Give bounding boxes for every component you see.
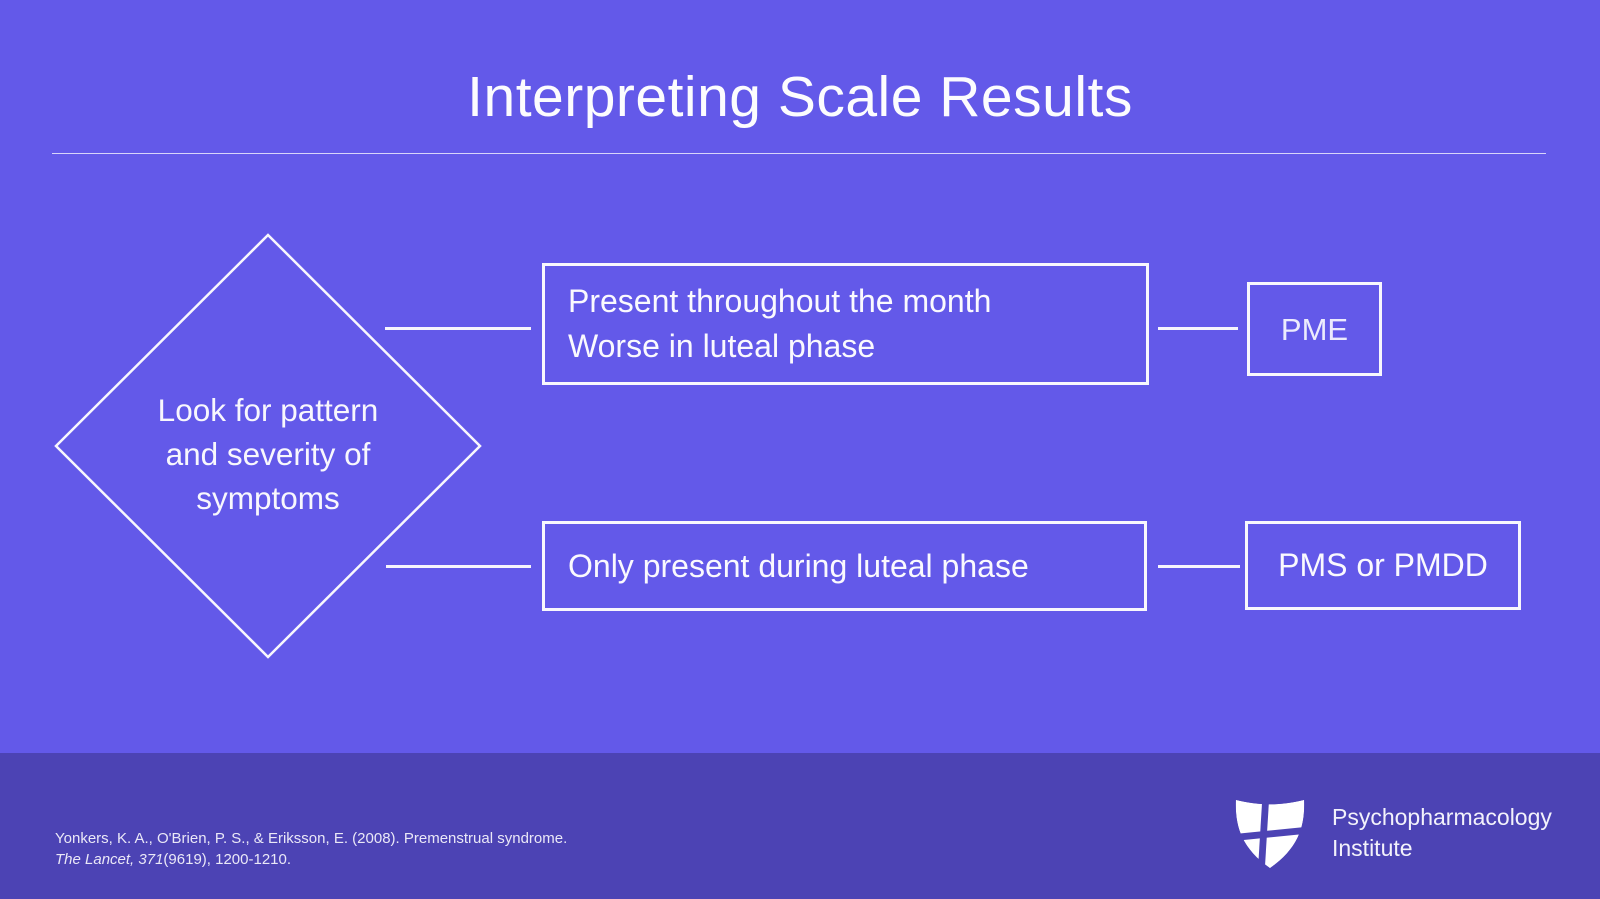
shield-cross-icon bbox=[1235, 799, 1305, 869]
outcome-box-pms-pmdd: PMS or PMDD bbox=[1245, 521, 1521, 610]
title-divider bbox=[52, 153, 1546, 154]
connector-line-diamond-to-top-box bbox=[385, 327, 531, 330]
condition-box-top: Present throughout the month Worse in lu… bbox=[542, 263, 1149, 385]
decision-diamond bbox=[54, 233, 482, 659]
citation-line-2: The Lancet, 371(9619), 1200-1210. bbox=[55, 851, 292, 868]
connector-line-top-box-to-pme bbox=[1158, 327, 1238, 330]
citation-line-1: Yonkers, K. A., O'Brien, P. S., & Erikss… bbox=[55, 830, 568, 847]
page-title: Interpreting Scale Results bbox=[467, 65, 1133, 129]
connector-line-bottom-box-to-pms bbox=[1158, 565, 1240, 568]
citation-text: Yonkers, K. A., O'Brien, P. S., & Erikss… bbox=[55, 828, 567, 870]
outcome-box-pme: PME bbox=[1247, 282, 1382, 376]
decision-label: Look for pattern and severity of symptom… bbox=[157, 392, 379, 516]
condition-box-bottom: Only present during luteal phase bbox=[542, 521, 1147, 611]
connector-line-diamond-to-bottom-box bbox=[386, 565, 531, 568]
footer-bar: Yonkers, K. A., O'Brien, P. S., & Erikss… bbox=[0, 753, 1600, 899]
institute-logo: Psychopharmacology Institute bbox=[1231, 791, 1591, 881]
logo-wordmark: Psychopharmacology Institute bbox=[1332, 804, 1552, 861]
